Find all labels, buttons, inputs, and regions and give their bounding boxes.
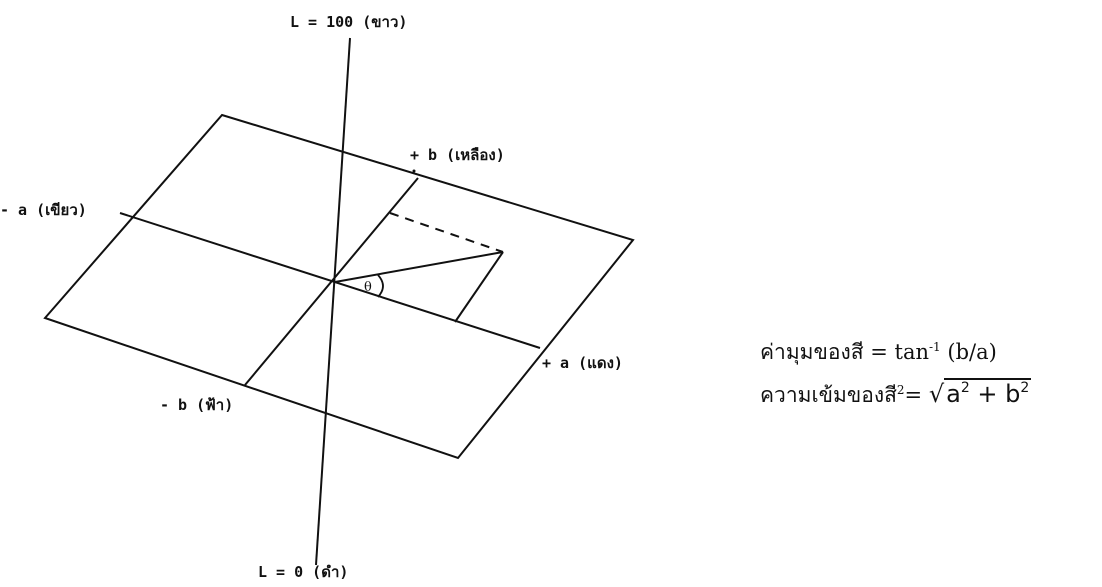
a-projection (454, 251, 504, 323)
radicand-b-exp: 2 (1020, 380, 1030, 396)
radicand-a-exp: 2 (960, 380, 970, 396)
chroma-equals: = (904, 383, 929, 407)
sqrt-radicand: a2 + b2 (944, 378, 1032, 408)
a-axis (119, 212, 541, 349)
label-a-minus: - a (เขียว) (0, 201, 87, 219)
b-axis (244, 177, 419, 386)
angle-arc (377, 274, 384, 298)
tick-dot (412, 169, 416, 173)
l-axis (315, 37, 351, 566)
hue-label: ค่ามุมของสี = tan (760, 340, 929, 364)
hue-exponent: -1 (929, 340, 941, 354)
label-b-minus: - b (ฟ้า) (160, 396, 233, 414)
radicand-a: a (946, 380, 961, 408)
label-b-plus: + b (เหลือง) (410, 146, 505, 164)
chroma-superscript: 2 (896, 383, 905, 397)
label-l-0: L = 0 (ดำ) (258, 563, 348, 581)
radicand-plus-b: + b (969, 380, 1021, 408)
b-projection-dashed (389, 212, 504, 253)
label-theta: θ (364, 280, 372, 295)
chroma-formula: ความเข้มของสี2= √a2 + b2 (760, 378, 1032, 412)
label-l-100: L = 100 (ขาว) (290, 13, 407, 31)
hue-angle-formula: ค่ามุมของสี = tan-1 (b/a) (760, 336, 997, 369)
hue-argument: (b/a) (940, 340, 997, 364)
chroma-label: ความเข้มของสี (760, 383, 897, 407)
color-vector (334, 251, 504, 283)
ab-plane-outline (43, 113, 635, 460)
label-a-plus: + a (แดง) (542, 354, 623, 372)
sqrt-expression: √a2 + b2 (928, 378, 1032, 408)
